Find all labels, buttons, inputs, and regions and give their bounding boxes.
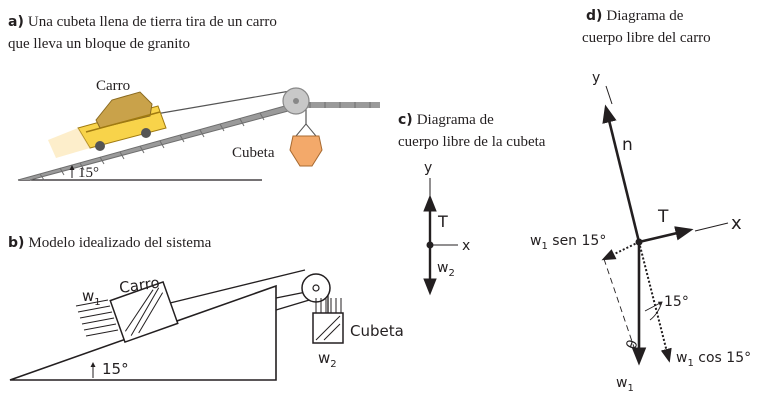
w1-label-d-sub: 1 [627, 383, 633, 394]
w2-label-b: w2 [318, 349, 337, 370]
cart-label-b: Carro [118, 273, 161, 296]
angle-label-b: 15° [102, 360, 129, 378]
w2-label-b-base: w [318, 349, 330, 367]
pulley-b-hub [312, 284, 320, 292]
tension-label-c: T [437, 212, 448, 231]
particle-c [426, 241, 434, 249]
panel-b: b)Modelo idealizado del sistema Carro w1 [8, 235, 404, 381]
w1-cos-component-d [638, 241, 672, 363]
motion-lines-b [75, 299, 119, 337]
panel-d-caption-line2: cuerpo libre del carro [582, 30, 711, 46]
panel-a-letter: a) [8, 14, 24, 30]
panel-a-caption-text1: Una cubeta llena de tierra tira de un ca… [28, 14, 277, 30]
particle-d [635, 238, 643, 246]
construction-line-d [603, 258, 640, 363]
horizontal-track [292, 102, 380, 108]
bucket-label-b: Cubeta [350, 322, 404, 340]
panel-d-caption-line1: d)Diagrama de [586, 8, 684, 24]
w2-label-b-sub: 2 [330, 359, 336, 370]
panel-a-caption-line2: que lleva un bloque de granito [8, 36, 190, 52]
w1-sen-label-d-rest: sen 15° [548, 233, 607, 249]
bucket-a [289, 123, 323, 167]
panel-c-caption-line2: cuerpo libre de la cubeta [398, 134, 546, 150]
panel-c: c)Diagrama de cuerpo libre de la cubeta … [398, 112, 546, 296]
panel-d-letter: d) [586, 8, 602, 24]
panel-a: a)Una cubeta llena de tierra tira de un … [8, 14, 380, 181]
rope-b [169, 269, 306, 304]
w1-label-d-base: w [616, 375, 627, 391]
w2-label-c-base: w [437, 260, 448, 276]
axis-x-label-c: x [462, 238, 470, 254]
panel-c-letter: c) [398, 112, 413, 128]
bucket-block-b [312, 298, 344, 344]
w1-sen-label-d: w1 sen 15° [530, 233, 606, 252]
axis-x-label-d: x [731, 213, 742, 234]
panel-b-caption: b)Modelo idealizado del sistema [8, 235, 212, 251]
cart-block-b [109, 280, 179, 344]
normal-vector-d [602, 104, 641, 243]
w1-label-b: w1 [82, 287, 101, 308]
w1-cos-label-d-rest: cos 15° [694, 350, 751, 366]
tension-label-d: T [657, 207, 669, 227]
angle-label-d: 15° [664, 294, 689, 310]
axis-y-d [605, 85, 613, 105]
angle-label-a: 15° [78, 165, 99, 181]
axis-y-label-d: y [592, 70, 600, 86]
w2-label-c-sub: 2 [448, 268, 454, 279]
tension-vector-d [638, 226, 694, 244]
panel-d-caption-text1: Diagrama de [606, 8, 683, 24]
rope-a [149, 89, 297, 116]
cart-label-a: Carro [96, 78, 130, 94]
axis-y-label-c: y [424, 160, 432, 176]
pulley-a-hub [293, 98, 299, 104]
panel-a-caption-line1: a)Una cubeta llena de tierra tira de un … [8, 14, 277, 30]
w1-sen-label-d-sub: 1 [541, 241, 547, 252]
panel-b-letter: b) [8, 235, 24, 251]
w1-label-b-base: w [82, 287, 94, 305]
w1-cos-label-d: w1 cos 15° [676, 350, 751, 369]
panel-d: d)Diagrama de cuerpo libre del carro y x… [530, 8, 751, 394]
axis-x-d [694, 222, 729, 232]
panel-b-caption-text: Modelo idealizado del sistema [28, 235, 211, 251]
panel-c-caption-text1: Diagrama de [417, 112, 494, 128]
cart-a [48, 91, 167, 158]
w1-sen-label-d-base: w [530, 233, 541, 249]
w1-label-d: w1 [616, 375, 634, 394]
w1-sin-component-d [601, 241, 640, 261]
w2-label-c: w2 [437, 260, 455, 279]
w1-cos-label-d-sub: 1 [687, 358, 693, 369]
bucket-label-a: Cubeta [232, 145, 275, 161]
w1-cos-label-d-base: w [676, 350, 687, 366]
panel-c-caption-line1: c)Diagrama de [398, 112, 494, 128]
pulley-b [301, 273, 331, 303]
w1-label-b-sub: 1 [94, 297, 100, 308]
normal-label-d: n [622, 135, 633, 155]
